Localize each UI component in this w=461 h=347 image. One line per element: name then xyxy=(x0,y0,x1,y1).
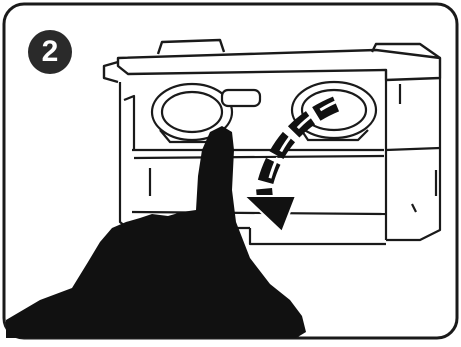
step-number-badge: 2 xyxy=(28,30,72,74)
device-lid xyxy=(104,40,440,82)
lens-cups xyxy=(152,82,376,142)
